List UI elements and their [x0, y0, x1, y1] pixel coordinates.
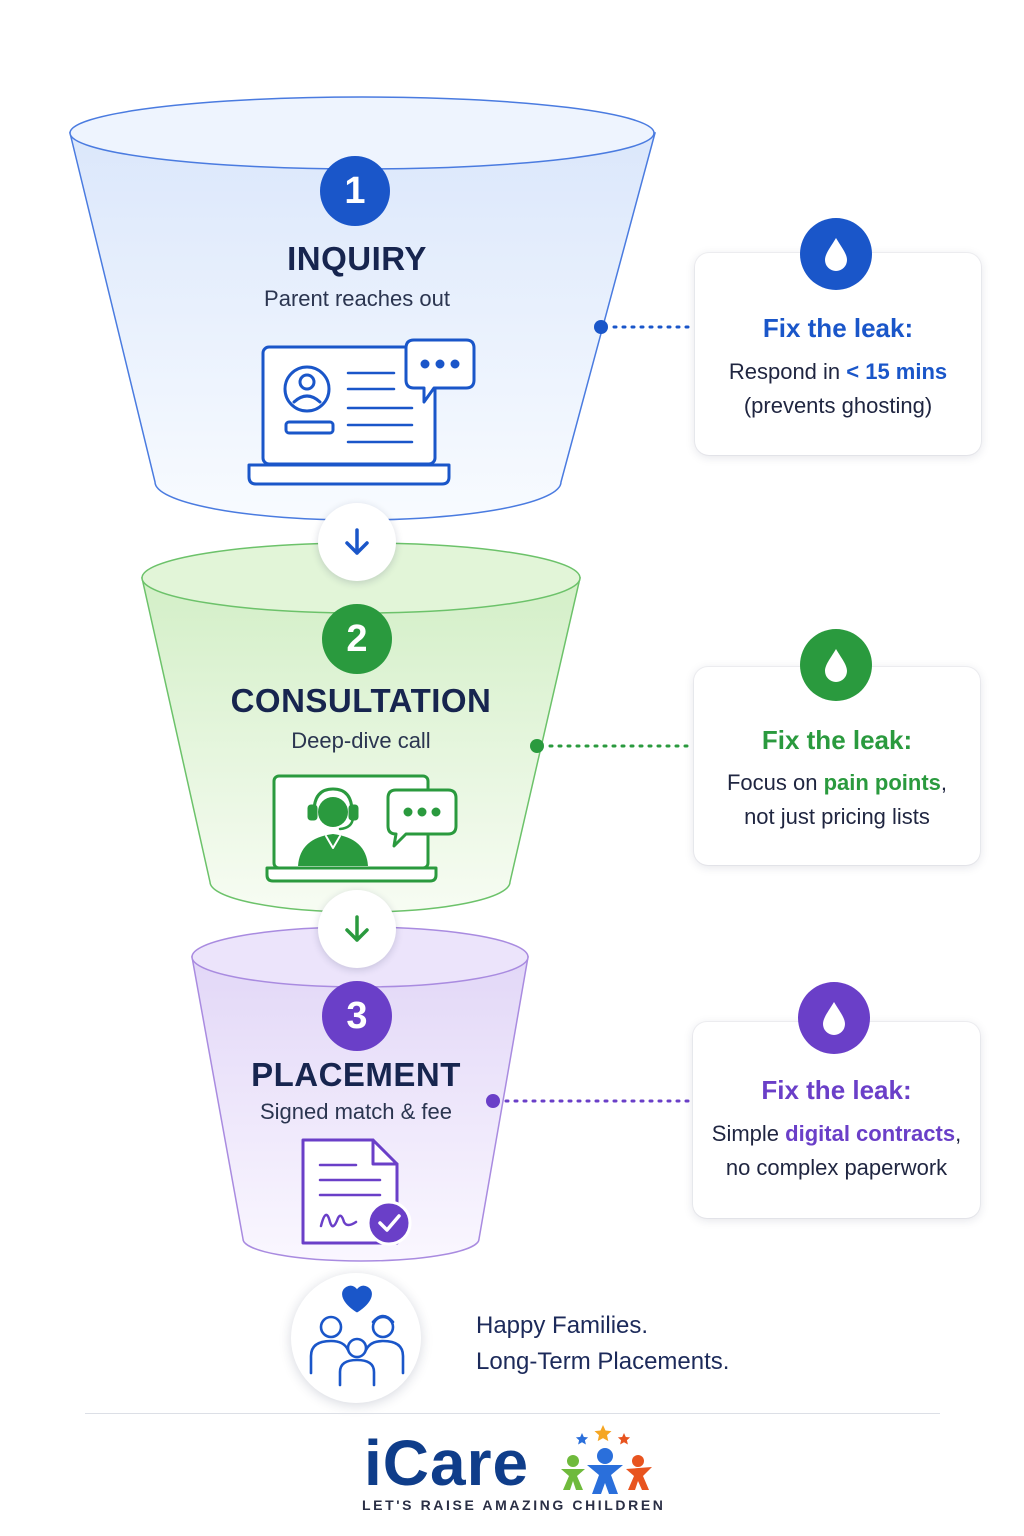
stage-subtitle: Deep-dive call [291, 728, 431, 753]
connector-placement [486, 1094, 690, 1108]
step-number-badge: 1 [320, 156, 390, 226]
down-arrow-connector [318, 890, 396, 968]
arrow-down-icon [345, 528, 369, 555]
step-number-badge: 3 [322, 981, 392, 1051]
stage-subtitle: Parent reaches out [264, 286, 450, 311]
stage-title: PLACEMENT [251, 1056, 461, 1093]
card-body: Focus on pain points, not just pricing l… [694, 766, 980, 834]
card-text: Simple [711, 1121, 786, 1146]
footer-line-2: Long-Term Placements. [476, 1348, 730, 1375]
card-title: Fix the leak: [761, 1075, 912, 1105]
card-text: not just pricing lists [744, 804, 930, 829]
brand-logo-text: iCare [364, 1427, 530, 1499]
water-drop-icon [800, 218, 872, 290]
card-text: , [955, 1121, 962, 1146]
card-title: Fix the leak: [762, 313, 914, 343]
card-text: Focus on [726, 770, 824, 795]
footer-line-1: Happy Families. [476, 1312, 649, 1339]
funnel-section-placement [191, 926, 529, 1262]
card-title: Fix the leak: [761, 725, 913, 755]
card-highlight: pain points [823, 770, 941, 795]
laptop-profile-chat-icon [247, 338, 476, 486]
stage-title: CONSULTATION [230, 682, 492, 719]
card-text: no complex paperwork [725, 1155, 948, 1180]
family-badge [291, 1273, 421, 1403]
down-arrow-connector [318, 503, 396, 581]
card-body: Simple digital contracts, no complex pap… [693, 1117, 980, 1185]
card-text: Respond in [728, 359, 847, 384]
water-drop-icon [798, 982, 870, 1054]
card-text: , [940, 770, 948, 795]
brand-tagline: LET'S RAISE AMAZING CHILDREN [362, 1497, 666, 1513]
connector-consultation [530, 739, 690, 753]
arrow-down-icon [345, 915, 369, 942]
video-call-headset-icon [265, 774, 458, 883]
fix-leak-card: Fix the leak: Simple digital contracts, … [693, 1022, 980, 1218]
water-drop-icon [800, 629, 872, 701]
card-highlight: < 15 mins [846, 359, 948, 384]
card-highlight: digital contracts [785, 1121, 956, 1146]
card-text: (prevents ghosting) [743, 393, 933, 418]
connector-inquiry [594, 320, 692, 334]
funnel-section-inquiry [69, 96, 656, 521]
footer-divider [85, 1413, 940, 1414]
stage-title: INQUIRY [287, 240, 427, 277]
step-number-badge: 2 [322, 604, 392, 674]
card-body: Respond in < 15 mins (prevents ghosting) [695, 355, 981, 423]
children-stars-logo-icon [561, 1425, 652, 1494]
stage-subtitle: Signed match & fee [259, 1099, 452, 1124]
signed-contract-icon [301, 1138, 412, 1246]
